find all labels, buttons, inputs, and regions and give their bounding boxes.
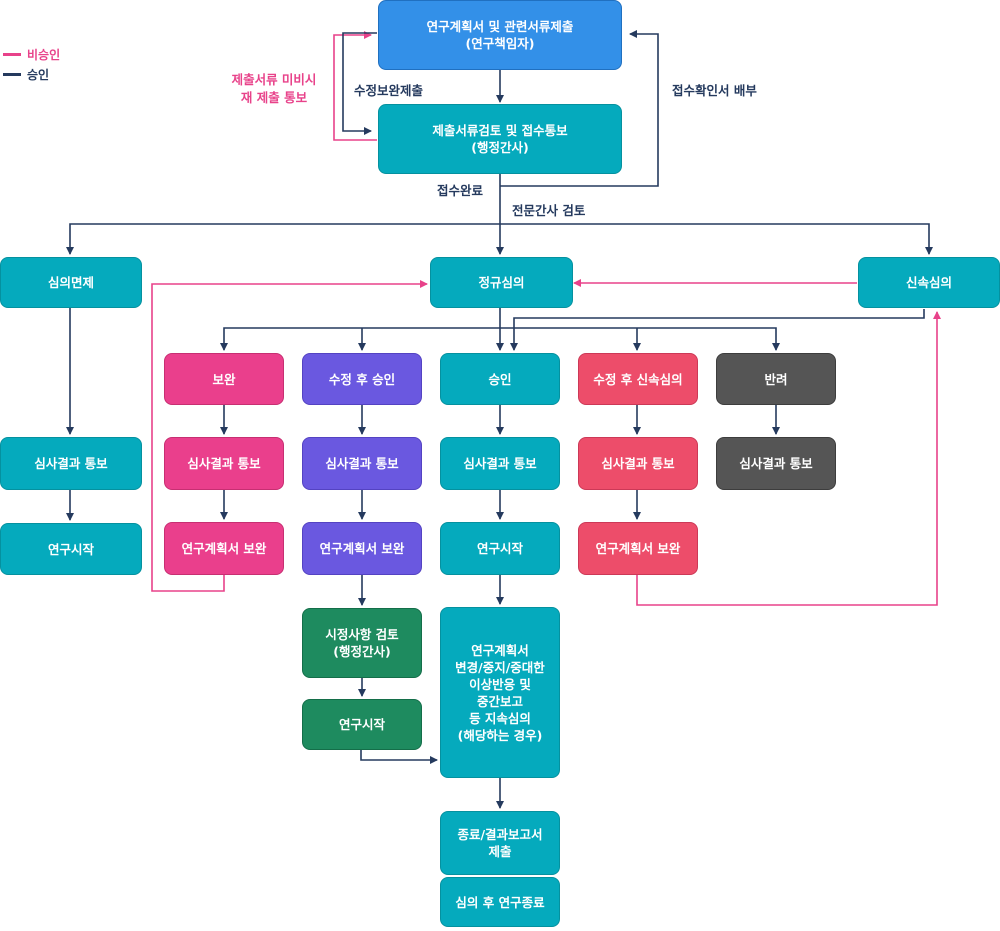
node-mod-notify-label: 심사결과 통보: [325, 456, 399, 471]
node-expedited: 신속심의: [858, 257, 1000, 308]
arrow-resubmit-notice: [333, 31, 377, 141]
node-exempt-notify: 심사결과 통보: [0, 437, 142, 490]
arrow-branch-left: [220, 327, 500, 351]
node-exempt-start-label: 연구시작: [47, 541, 94, 557]
arrow-revise-submit: [342, 32, 377, 135]
label-expert-review: 전문간사 검토: [512, 203, 586, 218]
label-revise-submit: 수정보완제출: [354, 83, 424, 98]
node-final-report: 종료/결과보고서 제출: [440, 811, 560, 875]
node-mod-check: 시정사항 검토 (행정간사): [302, 608, 422, 678]
node-supp-revise: 연구계획서 보완: [164, 522, 284, 575]
node-approve-label: 승인: [488, 371, 512, 387]
legend-pink-line: [3, 52, 21, 56]
node-supp-notify: 심사결과 통보: [164, 437, 284, 490]
node-exp-notify-label: 심사결과 통보: [601, 456, 675, 471]
node-end-label: 심의 후 연구종료: [455, 894, 545, 910]
node-exempt-notify-label: 심사결과 통보: [34, 456, 108, 471]
node-reject: 반려: [716, 353, 836, 405]
node-exempt: 심의면제: [0, 257, 142, 308]
node-changes-line-1: 연구계획서: [471, 642, 529, 658]
node-mod-check-line-2: (행정간사): [333, 644, 391, 659]
label-resubmit-line-2: 재 제출 통보: [240, 90, 308, 105]
node-exp-revise-label: 연구계획서 보완: [595, 541, 681, 556]
arrow-receipt-confirm: [500, 30, 659, 187]
node-rej-notify: 심사결과 통보: [716, 437, 836, 490]
node-mod-start-label: 연구시작: [338, 717, 385, 732]
node-expedited-after-mod-label: 수정 후 신속심의: [593, 371, 683, 387]
node-mod-start: 연구시작: [302, 699, 422, 750]
legend-disapproved: 비승인: [3, 44, 60, 64]
legend-disapproved-label: 비승인: [27, 47, 61, 62]
legend-approved: 승인: [3, 64, 60, 84]
node-final-report-line-1: 종료/결과보고서: [457, 827, 543, 842]
node-supp-revise-label: 연구계획서 보완: [181, 541, 267, 556]
node-expedited-label: 신속심의: [905, 275, 952, 290]
node-rej-notify-label: 심사결과 통보: [739, 456, 813, 471]
node-mod-check-line-1: 시정사항 검토: [325, 627, 399, 642]
arrow-branch-right: [500, 327, 780, 351]
node-mod-notify: 심사결과 통보: [302, 437, 422, 490]
node-appr-start: 연구시작: [440, 522, 560, 575]
node-final-report-line-2: 제출: [488, 844, 512, 859]
legend-approved-label: 승인: [27, 67, 50, 82]
node-appr-notify: 심사결과 통보: [440, 437, 560, 490]
node-end: 심의 후 연구종료: [440, 877, 560, 927]
arrow-expedited-to-approve: [510, 309, 925, 351]
node-submit-line-2: (연구책임자): [465, 36, 535, 51]
arrow-mod-to-changes: [360, 750, 438, 764]
node-appr-start-label: 연구시작: [476, 541, 523, 556]
node-changes: 연구계획서 변경/중지/중대한 이상반응 및 중간보고 등 지속심의 (해당하는…: [440, 607, 560, 778]
node-mod-revise: 연구계획서 보완: [302, 522, 422, 575]
legend-navy-line: [3, 72, 21, 76]
arrow-supp-back: [151, 280, 428, 592]
node-supplement: 보완: [164, 353, 284, 405]
node-changes-line-5: 등 지속심의: [469, 710, 531, 726]
node-exp-revise: 연구계획서 보완: [578, 522, 698, 575]
node-expedited-after-mod: 수정 후 신속심의: [578, 353, 698, 405]
label-receipt-done: 접수완료: [437, 183, 484, 198]
node-approve-after-mod-label: 수정 후 승인: [328, 371, 396, 387]
node-submit: 연구계획서 및 관련서류제출 (연구책임자): [378, 0, 622, 70]
node-exp-notify: 심사결과 통보: [578, 437, 698, 490]
arrow-split-left: [66, 223, 500, 255]
node-regular-label: 정규심의: [478, 275, 525, 290]
label-resubmit-line-1: 제출서류 미비시: [231, 72, 317, 87]
node-approve: 승인: [440, 353, 560, 405]
node-review-docs-line-1: 제출서류검토 및 접수통보: [432, 123, 568, 138]
node-exempt-start: 연구시작: [0, 523, 142, 575]
label-receipt-confirm: 접수확인서 배부: [672, 83, 757, 98]
node-changes-line-6: (해당하는 경우): [457, 727, 543, 743]
node-review-docs-line-2: (행정간사): [471, 140, 529, 155]
node-exempt-label: 심의면제: [47, 275, 94, 290]
arrow-split-right: [500, 223, 933, 255]
node-changes-line-4: 중간보고: [476, 693, 523, 709]
node-reject-label: 반려: [764, 371, 788, 387]
node-changes-line-3: 이상반응 및: [469, 676, 531, 692]
node-approve-after-mod: 수정 후 승인: [302, 353, 422, 405]
label-resubmit: 제출서류 미비시 재 제출 통보: [224, 71, 324, 107]
node-mod-revise-label: 연구계획서 보완: [319, 541, 405, 556]
legend: 비승인 승인: [3, 44, 60, 84]
node-supplement-label: 보완: [212, 371, 236, 387]
node-supp-notify-label: 심사결과 통보: [187, 456, 261, 471]
node-appr-notify-label: 심사결과 통보: [463, 456, 537, 471]
node-regular: 정규심의: [430, 257, 573, 308]
node-submit-line-1: 연구계획서 및 관련서류제출: [426, 19, 574, 34]
arrow-exp-back: [636, 311, 941, 606]
node-changes-line-2: 변경/중지/중대한: [455, 659, 545, 675]
node-review-docs: 제출서류검토 및 접수통보 (행정간사): [378, 104, 622, 174]
